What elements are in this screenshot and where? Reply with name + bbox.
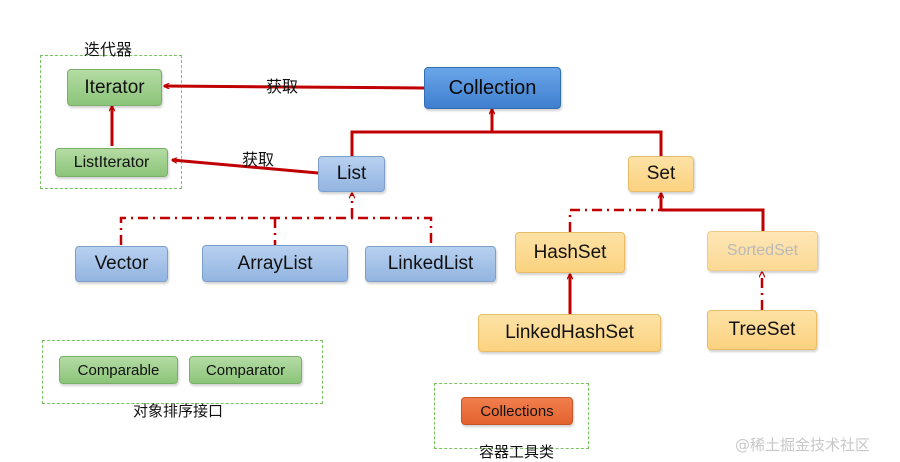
node-linked-hash-set: LinkedHashSet: [478, 314, 661, 352]
iterator-group-label: 迭代器: [84, 40, 133, 59]
edge-collection-iterator: [164, 86, 425, 90]
node-linked-list: LinkedList: [365, 246, 496, 282]
edge-label-get-listiterator: 获取: [242, 150, 275, 169]
tools-group-box: [434, 383, 589, 449]
tools-group-label: 容器工具类: [479, 443, 555, 461]
edge-hashset-to-set: [568, 208, 661, 232]
node-collection: Collection: [424, 67, 561, 109]
node-list: List: [318, 156, 385, 192]
node-tree-set: TreeSet: [707, 310, 817, 350]
sort-group-label: 对象排序接口: [133, 402, 224, 420]
node-list-iterator: ListIterator: [55, 148, 168, 177]
iterator-group-box: [40, 55, 182, 189]
edge-label-get-iterator: 获取: [266, 77, 299, 96]
edge-sortedset-to-set: [661, 208, 765, 231]
sort-interfaces-group-box: [42, 340, 323, 404]
node-set: Set: [628, 156, 694, 192]
node-collections: Collections: [461, 397, 573, 425]
node-comparator: Comparator: [189, 356, 302, 384]
node-array-list: ArrayList: [202, 245, 348, 282]
node-vector: Vector: [75, 246, 168, 282]
node-iterator: Iterator: [67, 69, 162, 106]
watermark: @稀土掘金技术社区: [735, 436, 871, 454]
edge-list-listiterator: [172, 160, 319, 175]
node-comparable: Comparable: [59, 356, 178, 384]
edge-list-set-collection: [350, 130, 663, 156]
node-hash-set: HashSet: [515, 232, 625, 273]
node-sorted-set: SortedSet: [707, 231, 818, 271]
